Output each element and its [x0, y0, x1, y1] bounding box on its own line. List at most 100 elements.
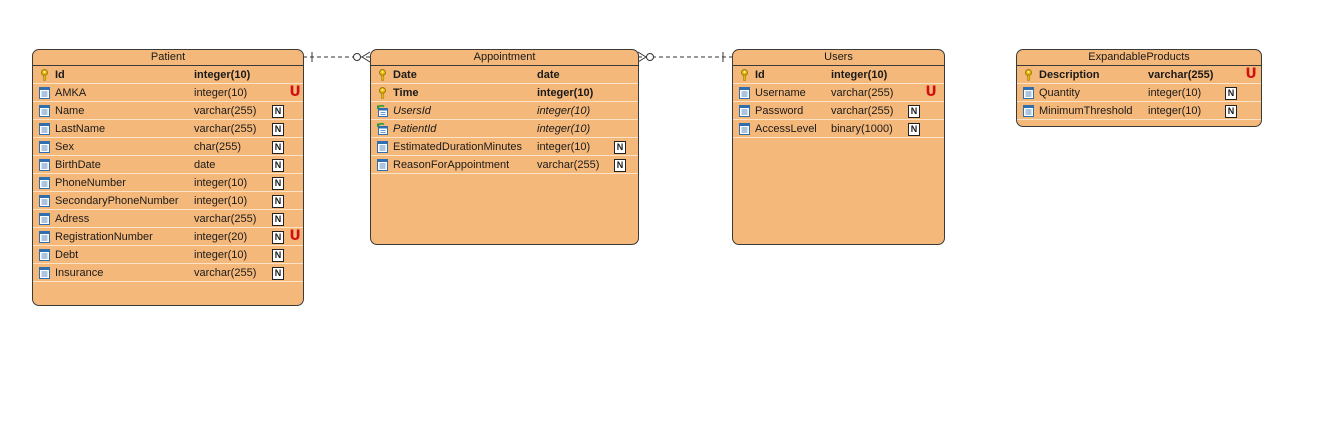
nullable-badge: N: [272, 177, 284, 190]
column-name: Time: [393, 87, 419, 99]
column-type: varchar(255): [537, 159, 600, 171]
column-type: integer(10): [537, 105, 591, 117]
column-icon: [739, 87, 750, 99]
entity-title: Appointment: [371, 50, 638, 66]
nullable-badge: N: [1225, 87, 1237, 100]
column-name: EstimatedDurationMinutes: [393, 141, 523, 153]
column-name: Id: [755, 69, 765, 81]
column-type: integer(10): [537, 141, 591, 153]
column-icon: [377, 141, 388, 153]
column-icon: [739, 123, 750, 135]
foreign-key-icon: [377, 123, 388, 135]
key-icon: [39, 69, 50, 81]
column-type: integer(10): [194, 249, 248, 261]
column-row[interactable]: LastName varchar(255) N: [33, 120, 303, 138]
column-icon: [39, 231, 50, 243]
column-row[interactable]: MinimumThreshold integer(10) N: [1017, 102, 1261, 120]
column-type: integer(10): [537, 87, 594, 99]
nullable-badge: N: [272, 141, 284, 154]
column-name: Description: [1039, 69, 1100, 81]
column-icon: [39, 123, 50, 135]
column-name: Sex: [55, 141, 74, 153]
entity-title: ExpandableProducts: [1017, 50, 1261, 66]
column-row[interactable]: Date date: [371, 66, 638, 84]
nullable-badge: N: [272, 231, 284, 244]
column-row[interactable]: BirthDate date N: [33, 156, 303, 174]
column-type: integer(10): [537, 123, 591, 135]
nullable-badge: N: [272, 123, 284, 136]
column-icon: [39, 87, 50, 99]
entity-title: Patient: [33, 50, 303, 66]
nullable-badge: N: [908, 105, 920, 118]
column-type: date: [194, 159, 216, 171]
relationship-patient-appointment[interactable]: [303, 51, 371, 63]
key-icon: [377, 69, 388, 81]
column-row[interactable]: Debt integer(10) N: [33, 246, 303, 264]
column-name: Debt: [55, 249, 79, 261]
column-name: Date: [393, 69, 417, 81]
column-name: PhoneNumber: [55, 177, 126, 189]
column-icon: [39, 213, 50, 225]
nullable-badge: N: [272, 195, 284, 208]
column-icon: [39, 141, 50, 153]
column-type: date: [537, 69, 560, 81]
nullable-badge: N: [1225, 105, 1237, 118]
column-name: Adress: [55, 213, 90, 225]
column-row[interactable]: Time integer(10): [371, 84, 638, 102]
entity-title: Users: [733, 50, 944, 66]
column-name: ReasonForAppointment: [393, 159, 510, 171]
column-type: integer(10): [194, 87, 248, 99]
column-type: varchar(255): [194, 123, 257, 135]
column-type: binary(1000): [831, 123, 893, 135]
column-name: Username: [755, 87, 806, 99]
key-icon: [739, 69, 750, 81]
nullable-badge: N: [272, 249, 284, 262]
nullable-badge: N: [272, 105, 284, 118]
column-icon: [1023, 87, 1034, 99]
column-icon: [39, 177, 50, 189]
column-name: RegistrationNumber: [55, 231, 153, 243]
column-type: integer(20): [194, 231, 248, 243]
column-type: varchar(255): [194, 267, 257, 279]
column-type: varchar(255): [194, 213, 257, 225]
column-name: LastName: [55, 123, 106, 135]
column-row[interactable]: PatientId integer(10): [371, 120, 638, 138]
column-icon: [39, 195, 50, 207]
relationship-users-appointment[interactable]: [637, 51, 732, 63]
column-name: MinimumThreshold: [1039, 105, 1133, 117]
column-row[interactable]: SecondaryPhoneNumber integer(10) N: [33, 192, 303, 210]
nullable-badge: N: [272, 159, 284, 172]
column-name: PatientId: [393, 123, 437, 135]
column-type: varchar(255): [194, 105, 257, 117]
column-name: Quantity: [1039, 87, 1080, 99]
column-icon: [39, 159, 50, 171]
column-type: varchar(255): [1148, 69, 1214, 81]
column-type: integer(10): [194, 195, 248, 207]
column-name: SecondaryPhoneNumber: [55, 195, 179, 207]
column-name: BirthDate: [55, 159, 101, 171]
unique-badge: U: [289, 228, 301, 244]
unique-badge: U: [925, 84, 937, 100]
column-type: integer(10): [1148, 105, 1202, 117]
